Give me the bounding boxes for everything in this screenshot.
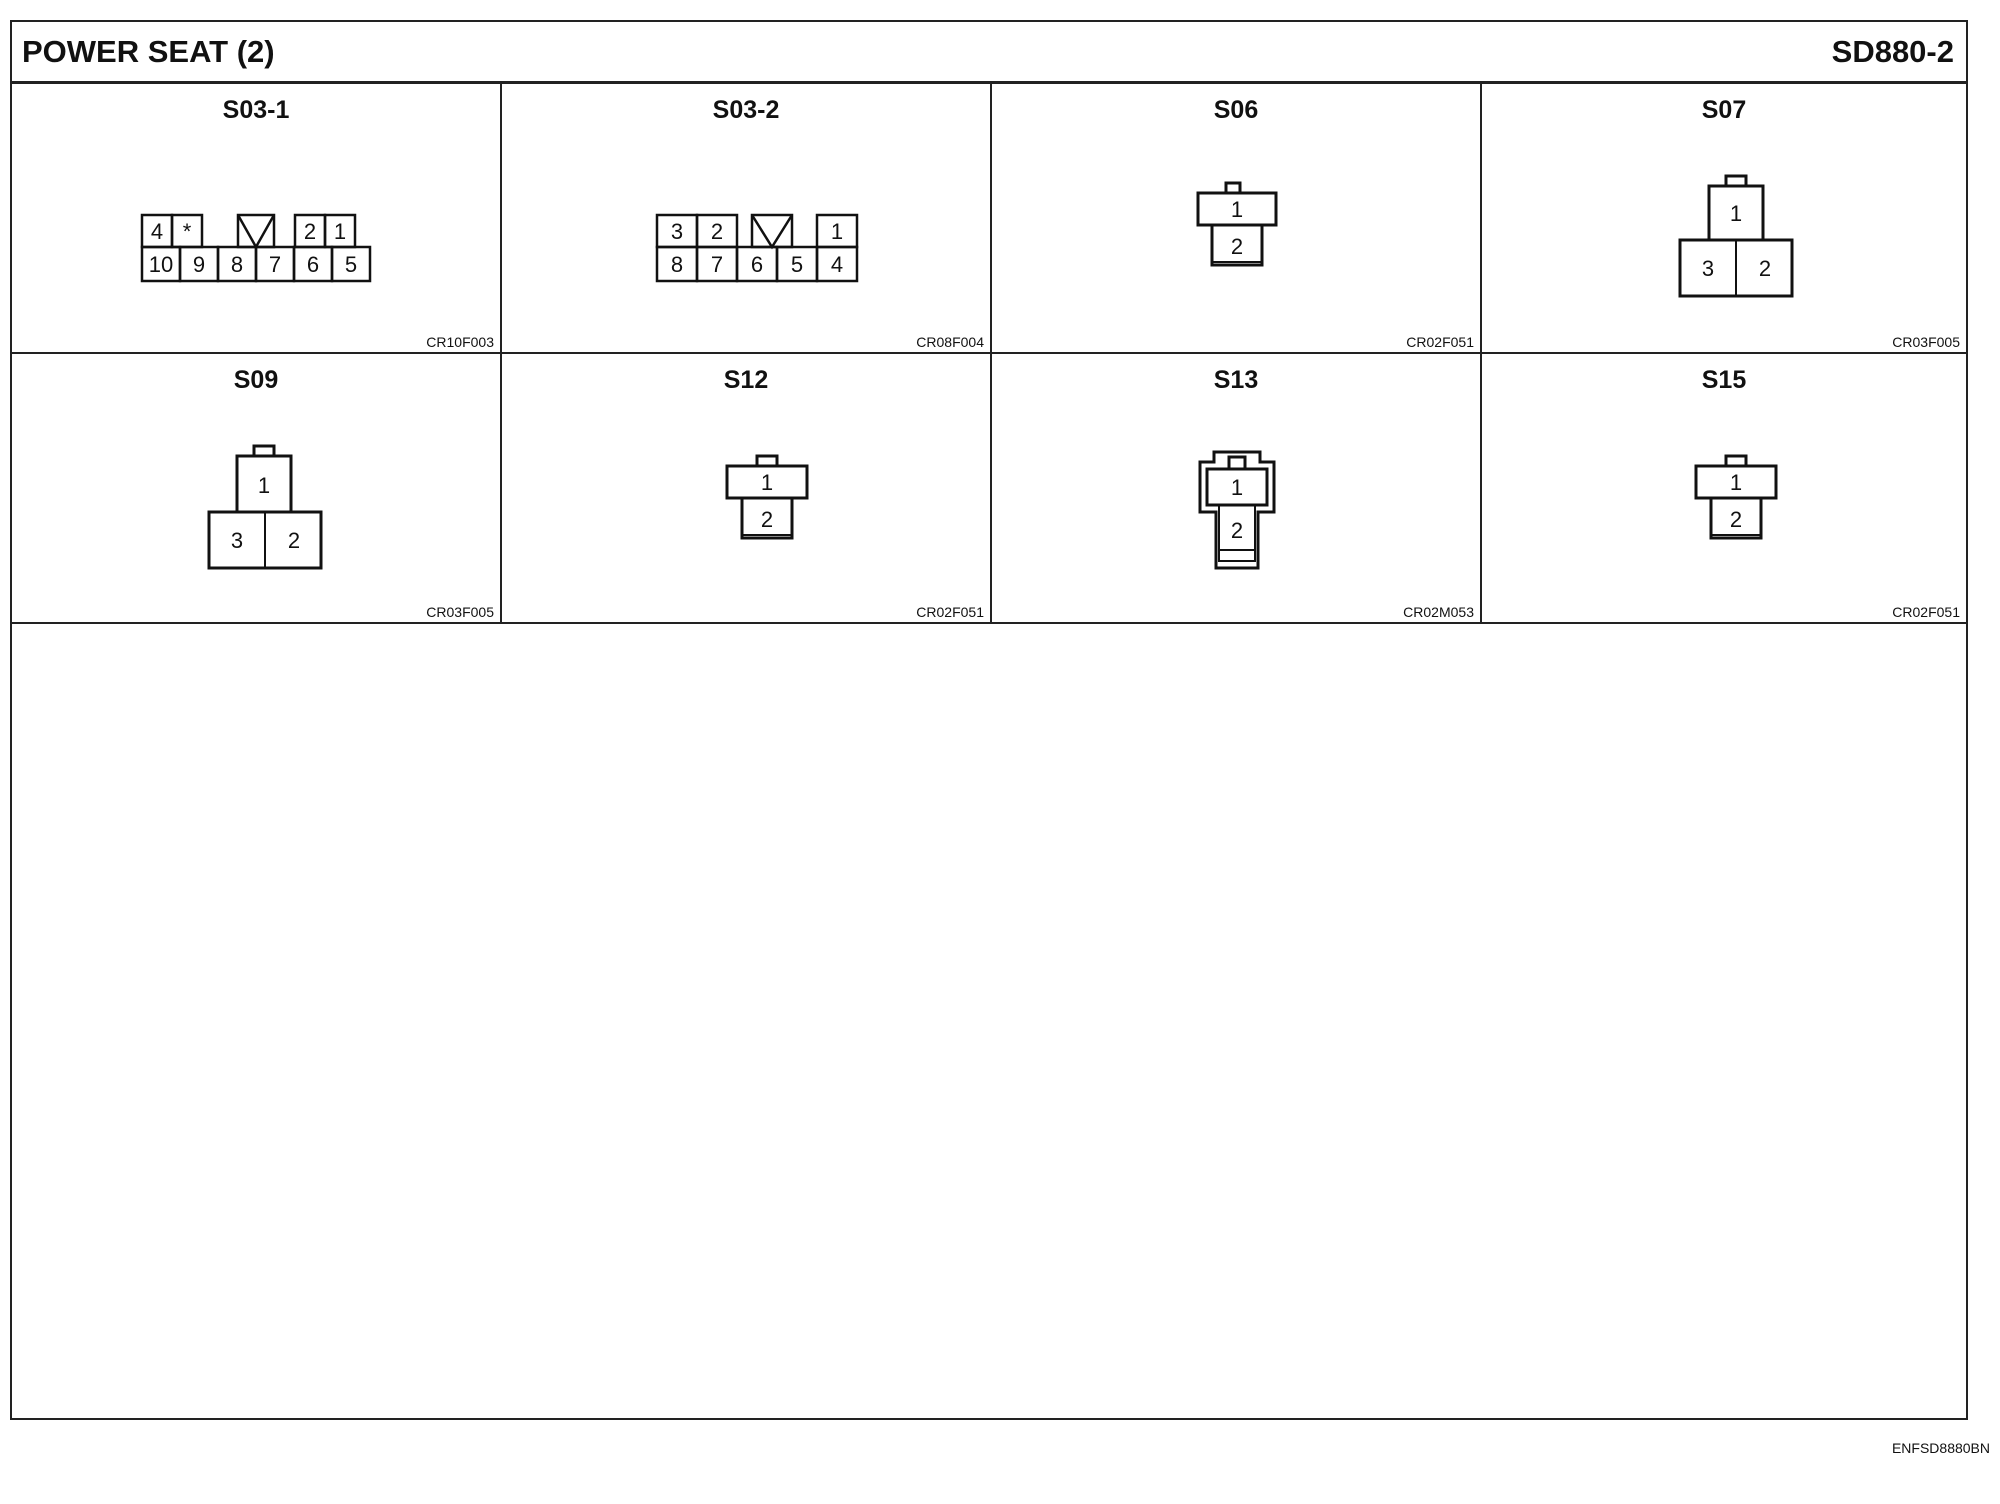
pin-label: 7: [269, 252, 281, 277]
pin-label: 6: [307, 252, 319, 277]
connector-s15-diagram: 1 2: [1694, 454, 1778, 540]
connector-cell-s09: 1 3 2 S09 CR03F005: [12, 354, 502, 624]
pin-label: 7: [711, 252, 723, 277]
pin-label: 1: [761, 470, 773, 495]
connector-cell-s03-1: 4 * 2 1 10 9 8 7 6 5 S03-1 CR10F003: [12, 84, 502, 354]
connector-s06-diagram: 1 2: [1196, 181, 1278, 267]
pin-label: 2: [304, 219, 316, 244]
pin-label: 2: [1231, 234, 1243, 259]
connector-s03-2-diagram: 3 2 1 8 7 6 5 4: [655, 213, 859, 283]
header: POWER SEAT (2) SD880-2: [12, 22, 1966, 84]
page-title: POWER SEAT (2): [22, 34, 275, 69]
pin-label: 3: [231, 528, 243, 553]
pin-label: 2: [1759, 256, 1771, 281]
connector-cell-s06: 1 2 S06 CR02F051: [992, 84, 1482, 354]
empty-area: [12, 624, 1966, 1418]
pin-label: 1: [334, 219, 346, 244]
pin-label: 2: [1231, 518, 1243, 543]
connector-name: S03-1: [222, 96, 290, 124]
pin-label: 2: [288, 528, 300, 553]
pin-label: 3: [1702, 256, 1714, 281]
pin-label: 4: [831, 252, 843, 277]
connector-name: S13: [1213, 366, 1259, 394]
pin-label: 6: [751, 252, 763, 277]
connector-name: S03-2: [712, 96, 780, 124]
pin-label: 1: [1730, 201, 1742, 226]
connector-part-number: CR10F003: [426, 334, 494, 350]
connector-name: S07: [1701, 96, 1747, 124]
pin-label: 8: [231, 252, 243, 277]
pin-label: 1: [1231, 475, 1243, 500]
connector-s12-diagram: 1 2: [725, 454, 809, 540]
pin-label: 1: [1231, 197, 1243, 222]
connector-part-number: CR02F051: [1892, 604, 1960, 620]
connector-cell-s12: 1 2 S12 CR02F051: [502, 354, 992, 624]
connector-part-number: CR02M053: [1403, 604, 1474, 620]
connector-part-number: CR08F004: [916, 334, 984, 350]
pin-label: 5: [791, 252, 803, 277]
pin-label: 2: [1730, 507, 1742, 532]
connector-s13-diagram: 1 2: [1198, 450, 1276, 570]
connector-s03-1-diagram: 4 * 2 1 10 9 8 7 6 5: [140, 213, 372, 283]
pin-label: 3: [671, 219, 683, 244]
connector-name: S15: [1701, 366, 1747, 394]
connector-s09-diagram: 1 3 2: [207, 444, 323, 570]
connector-name: S12: [723, 366, 769, 394]
pin-label: 2: [761, 507, 773, 532]
pin-label: 1: [1730, 470, 1742, 495]
connector-cell-s07: 1 3 2 S07 CR03F005: [1482, 84, 1966, 354]
connector-name: S09: [233, 366, 279, 394]
pin-label: 9: [193, 252, 205, 277]
footer-code: ENFSD8880BN: [1891, 1440, 1990, 1456]
pin-label: 5: [345, 252, 357, 277]
connector-part-number: CR02F051: [1406, 334, 1474, 350]
connector-s07-diagram: 1 3 2: [1678, 174, 1794, 298]
connector-part-number: CR03F005: [426, 604, 494, 620]
pin-label: *: [183, 219, 192, 244]
connector-part-number: CR02F051: [916, 604, 984, 620]
pin-label: 1: [258, 473, 270, 498]
connector-cell-s03-2: 3 2 1 8 7 6 5 4 S03-2 CR08F004: [502, 84, 992, 354]
pin-label: 2: [711, 219, 723, 244]
pin-label: 10: [149, 252, 173, 277]
connector-part-number: CR03F005: [1892, 334, 1960, 350]
connector-cell-s13: 1 2 S13 CR02M053: [992, 354, 1482, 624]
diagram-sheet: POWER SEAT (2) SD880-2 4 * 2: [10, 20, 1968, 1420]
pin-label: 1: [831, 219, 843, 244]
document-number: SD880-2: [1831, 34, 1954, 69]
connector-name: S06: [1213, 96, 1259, 124]
pin-label: 4: [151, 219, 163, 244]
connector-cell-s15: 1 2 S15 CR02F051: [1482, 354, 1966, 624]
pin-label: 8: [671, 252, 683, 277]
